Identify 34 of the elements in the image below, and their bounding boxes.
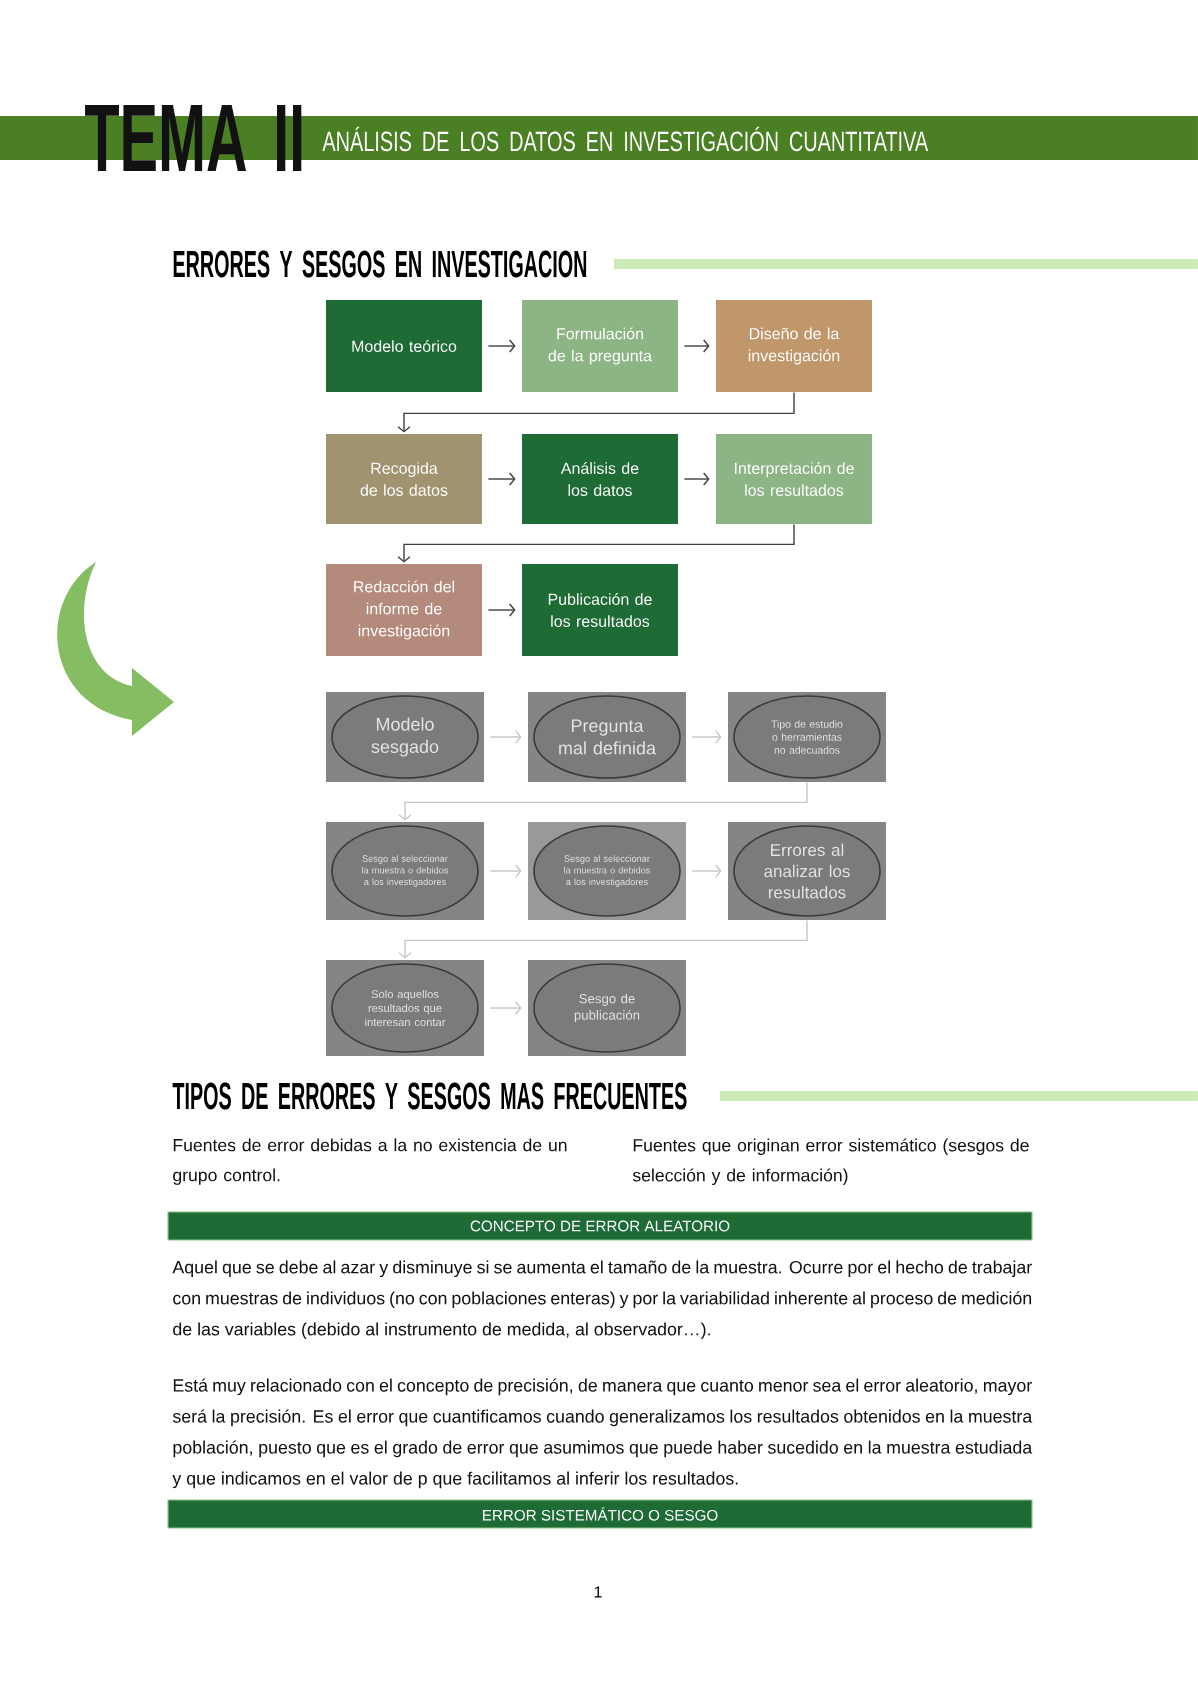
arrow <box>487 472 516 486</box>
arrow <box>489 1001 522 1015</box>
process-box: Modelo teórico <box>326 300 482 392</box>
process-box: Recogida de los datos <box>326 434 482 524</box>
paragraph: Aquel que se debe al azar y disminuye si se aumenta el tamaño de la muestra. Ocurre por el hecho de trabajar con muestras de individuos (no con poblaciones enteras) y por la variabilidad inherente al proceso de medición de las variables (debido al instrumento de medida, al observador…). <box>172 1260 1032 1339</box>
arrow <box>398 781 808 821</box>
process-box: Formulación de la pregunta <box>522 300 678 392</box>
ellipse-box: Pregunta mal definida <box>528 692 686 782</box>
note-text: Fuentes que originan error sistemático (sesgos de selección y de información) <box>632 1138 1029 1185</box>
ellipse-box: Errores al analizar los resultados <box>728 822 886 920</box>
page-number: 1 <box>594 1586 602 1598</box>
arrow <box>487 339 516 353</box>
process-box: Diseño de la investigación <box>716 300 872 392</box>
process-box: Interpretación de los resultados <box>716 434 872 524</box>
arrow <box>487 603 516 617</box>
process-box: Redacción del informe de investigación <box>326 564 482 656</box>
ellipse-box: Modelo sesgado <box>326 692 484 782</box>
chapter-label: TEMA II <box>85 105 302 172</box>
arrow <box>398 919 808 959</box>
paragraph: Está muy relacionado con el concepto de precisión, de manera que cuanto menor sea el error aleatorio, mayor será la precisión. Es el error que cuantificamos cuando generalizamos los resultados obtenidos en la muestra población, puesto que es el grado de error que asumimos que puede haber sucedido en la muestra estudiada y que indicamos en el valor de p que facilitamos al inferir los resultados. <box>172 1378 1033 1489</box>
section-heading: TIPOS DE ERRORES Y SESGOS MAS FRECUENTES <box>172 1082 687 1110</box>
arrow <box>397 391 795 433</box>
process-box: Análisis de los datos <box>522 434 678 524</box>
process-box: Publicación de los resultados <box>522 564 678 656</box>
arrow <box>691 864 722 878</box>
arrow <box>397 523 795 563</box>
note-text: Fuentes de error debidas a la no existencia de un grupo control. <box>173 1138 567 1185</box>
arrow <box>489 730 522 744</box>
arrow <box>683 472 710 486</box>
arrow <box>691 730 722 744</box>
section-heading: ERRORES Y SESGOS EN INVESTIGACION <box>173 250 587 278</box>
arrow <box>489 864 522 878</box>
arrow <box>683 339 710 353</box>
title: ANÁLISIS DE LOS DATOS EN INVESTIGACIÓN CUANTITATIVA <box>322 126 929 152</box>
